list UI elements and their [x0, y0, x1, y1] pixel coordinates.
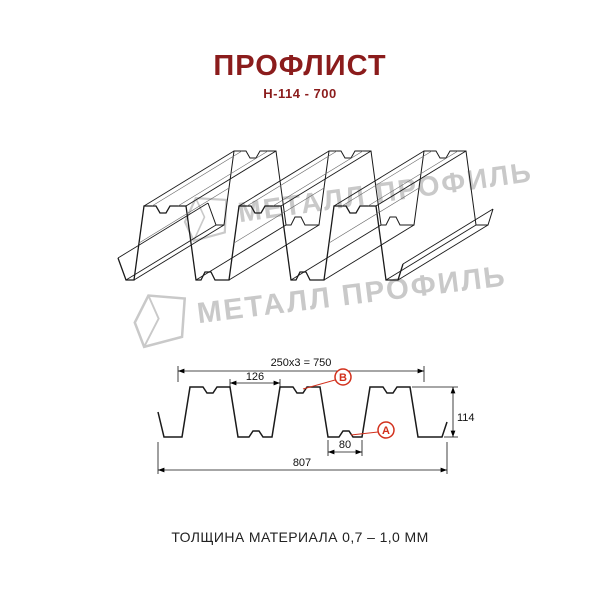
dim-top-pitch	[177, 366, 425, 382]
callout-b: В	[302, 368, 352, 390]
metal-profil-logo-icon	[133, 294, 187, 349]
dim-label-rib-top: 126	[246, 371, 264, 383]
extrusion-edges	[117, 150, 494, 281]
profile-model-subtitle: Н-114 - 700	[263, 86, 337, 101]
page-title: ПРОФЛИСТ	[213, 50, 387, 82]
material-thickness-note: ТОЛЩИНА МАТЕРИАЛА 0,7 – 1,0 ММ	[171, 529, 429, 545]
dim-valley	[327, 440, 363, 456]
dim-label-valley: 80	[339, 439, 351, 451]
callout-a: А	[350, 421, 395, 439]
hatch-lines	[138, 150, 459, 244]
dim-label-overall: 807	[293, 457, 311, 469]
callout-b-label: В	[339, 372, 347, 384]
callout-a-label: А	[382, 425, 390, 437]
dim-overall	[157, 442, 448, 474]
watermark-text: МЕТАЛЛ ПРОФИЛЬ	[195, 259, 508, 330]
dim-label-height: 114	[457, 412, 475, 424]
dim-rib-top	[229, 379, 281, 388]
profile-cross-section: 250x3 = 750 126 114 80	[157, 357, 475, 474]
watermark-lower: МЕТАЛЛ ПРОФИЛЬ	[133, 259, 508, 349]
profile-3d-view	[117, 150, 494, 281]
dim-height	[412, 386, 458, 438]
dim-label-top-pitch: 250x3 = 750	[271, 357, 332, 369]
watermark-text: МЕТАЛЛ ПРОФИЛЬ	[236, 156, 534, 228]
